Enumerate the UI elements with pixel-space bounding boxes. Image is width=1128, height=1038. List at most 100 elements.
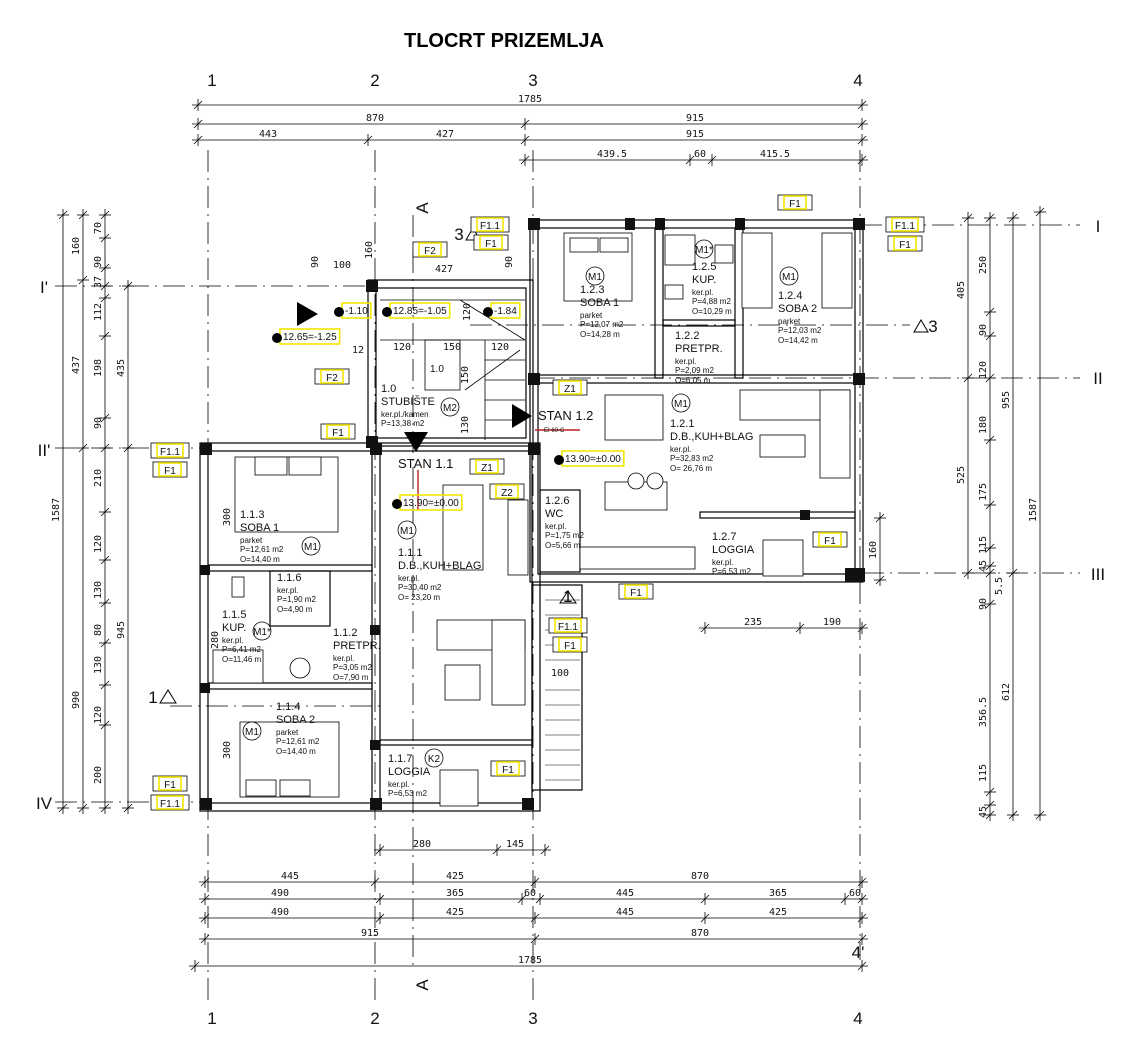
section-marker-icon: [559, 590, 577, 604]
room-area: P=12,07 m2: [580, 320, 624, 329]
room-number: 1.1.4: [276, 701, 300, 713]
dimension-label: 60: [694, 149, 706, 160]
room-floor: ker.pl.: [545, 522, 566, 531]
dimension-label: 445: [281, 871, 299, 882]
level-marker-label: 13.90=±0.00: [403, 498, 459, 509]
dimension-label: 870: [691, 871, 709, 882]
room-name: WC: [545, 508, 563, 520]
room-floor: ker.pl.: [388, 780, 409, 789]
element-tag: [618, 583, 654, 600]
grid-axis-label: II: [1093, 369, 1102, 388]
material-marker-icon: [694, 239, 714, 259]
grid-axis-label: 3: [528, 1009, 537, 1028]
dimension-label: 130: [93, 656, 104, 674]
element-tag-label: F1.1: [558, 622, 578, 633]
room-name: KUP.: [692, 274, 716, 286]
dimension-label: 120: [462, 303, 473, 321]
section-label: A: [413, 202, 432, 214]
dimension-label: 130: [460, 416, 471, 434]
element-tag: [314, 368, 350, 385]
room-area: P=6,53 m2: [712, 567, 751, 576]
dimension-label: 90: [978, 324, 989, 336]
element-tag-label: F1.1: [480, 221, 500, 232]
room-number: 1.2.3: [580, 284, 604, 296]
sink-icon: [289, 657, 311, 679]
section-label: 3: [928, 317, 937, 336]
dimension-label: 435: [116, 359, 127, 377]
dimension-label: 250: [978, 256, 989, 274]
room-floor: ker.pl.: [670, 445, 691, 454]
dining-table-icon: [442, 484, 484, 571]
level-marker-icon: [272, 333, 282, 343]
dimension-label: 90: [978, 598, 989, 610]
section-label: 1: [563, 587, 572, 606]
dimension-label: 60: [849, 888, 861, 899]
room-perimeter: O=7,90 m: [333, 673, 369, 682]
room-area: P=32,83 m2: [670, 454, 714, 463]
room-floor: parket: [240, 536, 263, 545]
element-tag-label: F1: [164, 780, 176, 791]
stair-step-label: 1.0: [430, 364, 444, 375]
material-code: K2: [428, 754, 441, 765]
material-marker-icon: [779, 266, 799, 286]
dimension-label: 120: [978, 361, 989, 379]
bed-icon: [821, 232, 853, 309]
dimension-label: 1785: [518, 94, 542, 105]
dimension-label: 70: [93, 222, 104, 234]
level-marker-label: 12.65=-1.25: [283, 332, 337, 343]
room-floor: ker.pl.: [712, 558, 733, 567]
dimension-label: 120: [93, 535, 104, 553]
room-floor: ker.pl.: [398, 574, 419, 583]
element-tag-label: F1: [164, 466, 176, 477]
dimension-label: 90: [93, 256, 104, 268]
room-name: SOBA 2: [276, 714, 315, 726]
dimension-label: 915: [686, 113, 704, 124]
room-area: P=30,40 m2: [398, 583, 442, 592]
room-number: 1.1.3: [240, 509, 264, 521]
room-area: P=12,61 m2: [240, 545, 284, 554]
grid-axis-label: I': [40, 278, 48, 297]
level-marker-icon: [483, 307, 493, 317]
element-tag: [473, 234, 509, 251]
room-perimeter: O=5,66 m: [545, 541, 581, 550]
loggia-table-icon: [439, 769, 479, 807]
toilet-icon: [664, 284, 684, 300]
room-name: LOGGIA: [712, 544, 755, 556]
element-tag-label: F1: [789, 199, 801, 210]
element-tag-label: F1: [485, 239, 497, 250]
element-tag-label: F2: [326, 373, 338, 384]
material-marker-icon: [585, 266, 605, 286]
entry-arrow-icon: [512, 404, 532, 428]
room-area: P=1,90 m2: [277, 595, 316, 604]
dimension-label: 915: [686, 129, 704, 140]
dimension-label: 439.5: [597, 149, 627, 160]
dimension-label: 45: [978, 560, 989, 572]
coffee-table-icon: [759, 434, 806, 458]
dimension-label: 870: [691, 928, 709, 939]
room-number: 1.0: [381, 383, 396, 395]
room-area: P=6,41 m2: [222, 645, 261, 654]
element-tag: [150, 442, 190, 459]
element-tag: [548, 617, 588, 634]
room-name: SOBA 1: [580, 297, 619, 309]
entry-arrows: [297, 302, 580, 510]
dimension-label: 427: [435, 264, 453, 275]
level-marker-label: -1.84: [494, 306, 517, 317]
level-marker-icon: [382, 307, 392, 317]
room-perimeter: O=11,46 m: [222, 655, 262, 664]
room-number: 1.2.4: [778, 290, 802, 302]
dimension-label: 490: [271, 907, 289, 918]
dimension-label: 427: [436, 129, 454, 140]
apartment-label: STAN 1.2: [538, 408, 593, 423]
grid-axis-label: I: [1096, 217, 1101, 236]
dimension-label: 445: [616, 907, 634, 918]
material-marker-icon: [671, 393, 691, 413]
room-perimeter: O=14,42 m: [778, 336, 818, 345]
dimension-label: 525: [956, 466, 967, 484]
